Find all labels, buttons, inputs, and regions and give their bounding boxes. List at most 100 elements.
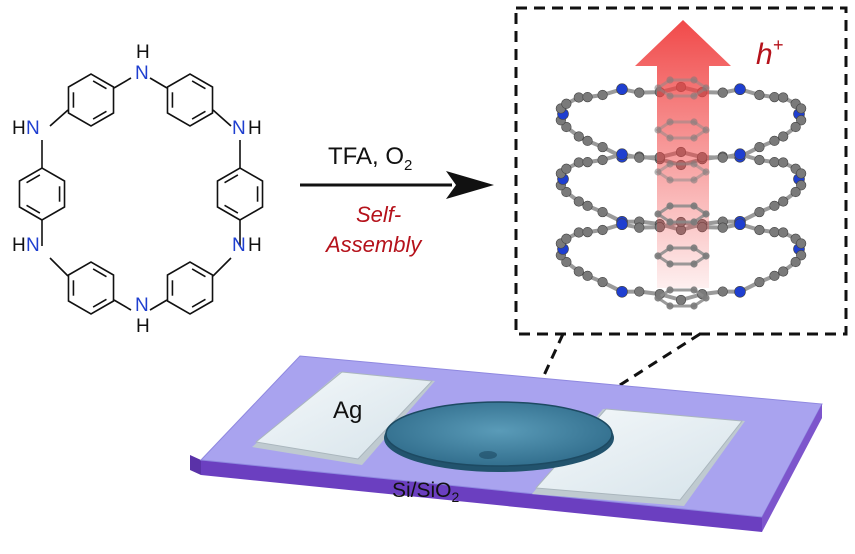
carbon-atom	[778, 196, 789, 207]
carbon-atom	[582, 157, 593, 168]
carbon-atom	[573, 92, 584, 103]
carbon-atom	[582, 92, 593, 103]
stack-layer-3	[555, 216, 807, 306]
carbon-atom	[634, 222, 645, 233]
carbon-atom	[573, 157, 584, 168]
carbon-atom	[597, 154, 608, 166]
central-ring-5	[654, 244, 710, 268]
carbon-atom	[561, 98, 572, 109]
nitrogen-atom	[616, 148, 628, 161]
nitrogen-atom	[734, 148, 746, 161]
carbon-atom	[769, 157, 780, 168]
carbon-atom	[796, 168, 807, 179]
carbon-atom	[778, 227, 789, 238]
nh-right-lower-h: H	[248, 235, 262, 256]
central-ring-2	[654, 118, 710, 142]
nh-right-upper-h: H	[248, 118, 262, 139]
nh-right-upper-n: N	[232, 118, 246, 139]
carbon-atom	[754, 89, 765, 101]
nh-right-lower-n: N	[232, 235, 246, 256]
carbon-atom	[597, 141, 608, 153]
carbon-atom	[582, 227, 593, 238]
bond-7	[49, 257, 69, 277]
phenyl-ring-bottom-left	[67, 261, 115, 315]
carbon-atom	[597, 224, 608, 236]
nh-left-upper-h: H	[12, 118, 26, 139]
bond-8	[212, 109, 232, 127]
nh-bottom-n: N	[135, 295, 149, 316]
carbon-atom	[769, 200, 780, 211]
nitrogen-atom	[734, 83, 746, 96]
polymer-film	[385, 401, 613, 467]
carbon-atom	[754, 206, 765, 218]
carbon-atom	[769, 135, 780, 146]
carbon-atom	[796, 103, 807, 114]
carbon-atom	[675, 294, 687, 306]
carbon-atom	[769, 270, 780, 281]
substrate-side	[201, 460, 762, 532]
bond-4	[49, 109, 69, 127]
carbon-atom	[769, 227, 780, 238]
carbon-atom	[561, 163, 572, 174]
carbon-atom	[561, 121, 572, 133]
carbon-atom	[754, 154, 765, 166]
nh-left-upper-n: N	[26, 118, 40, 139]
bond-3	[149, 299, 168, 311]
carbon-atom	[796, 180, 807, 191]
carbon-atom	[561, 233, 572, 244]
carbon-atom	[634, 286, 645, 297]
nh-left-lower-h: H	[12, 235, 26, 256]
carbon-atom	[582, 135, 593, 146]
carbon-atom	[561, 256, 572, 268]
carbon-atom	[790, 121, 801, 133]
phenyl-ring-right	[216, 167, 264, 221]
macrocycle-labels: H N N H H N H N N H N H	[12, 42, 262, 337]
carbon-atom	[754, 276, 765, 288]
carbon-atom	[778, 92, 789, 103]
central-ring-1	[654, 76, 710, 100]
device	[190, 355, 823, 532]
central-ring-4	[654, 202, 710, 226]
carbon-atom	[634, 152, 645, 163]
substrate-label: Si/SiO2	[392, 479, 460, 505]
nh-bottom-h: H	[136, 316, 150, 337]
carbon-atom	[561, 186, 572, 198]
nitrogen-atom	[616, 285, 628, 298]
carbon-atom	[717, 152, 728, 163]
phenyl-ring-left	[18, 167, 66, 221]
hole-charge-label: h+	[756, 35, 783, 71]
carbon-atom	[573, 266, 584, 277]
carbon-atom	[573, 227, 584, 238]
carbon-atom	[754, 141, 765, 153]
electrode-label: Ag	[333, 397, 362, 424]
nh-top-h: H	[136, 42, 150, 63]
self-assembly-line2: Assembly	[324, 232, 423, 257]
self-assembly-line1: Self-	[356, 202, 401, 227]
carbon-atom	[717, 286, 728, 297]
carbon-atom	[717, 87, 728, 98]
reaction-arrow	[300, 171, 494, 199]
nitrogen-atom	[616, 218, 628, 231]
carbon-atom	[778, 131, 789, 142]
nh-top-n: N	[135, 63, 149, 84]
carbon-atom	[790, 256, 801, 268]
carbon-atom	[597, 89, 608, 101]
reaction-conditions: TFA, O2	[328, 143, 412, 174]
bond-1	[149, 77, 168, 89]
carbon-atom	[597, 276, 608, 288]
carbon-atom	[796, 250, 807, 261]
phenyl-ring-top-left	[67, 73, 115, 127]
electrode-left	[254, 371, 434, 460]
carbon-atom	[597, 206, 608, 218]
carbon-atom	[582, 200, 593, 211]
phenyl-ring-top-right	[166, 73, 214, 127]
phenyl-ring-bottom-right	[166, 261, 214, 315]
carbon-atom	[754, 224, 765, 236]
bond-11	[212, 257, 232, 277]
carbon-atom	[778, 266, 789, 277]
carbon-atom	[573, 196, 584, 207]
central-ring-3	[654, 160, 710, 184]
carbon-atom	[717, 222, 728, 233]
carbon-atom	[634, 87, 645, 98]
